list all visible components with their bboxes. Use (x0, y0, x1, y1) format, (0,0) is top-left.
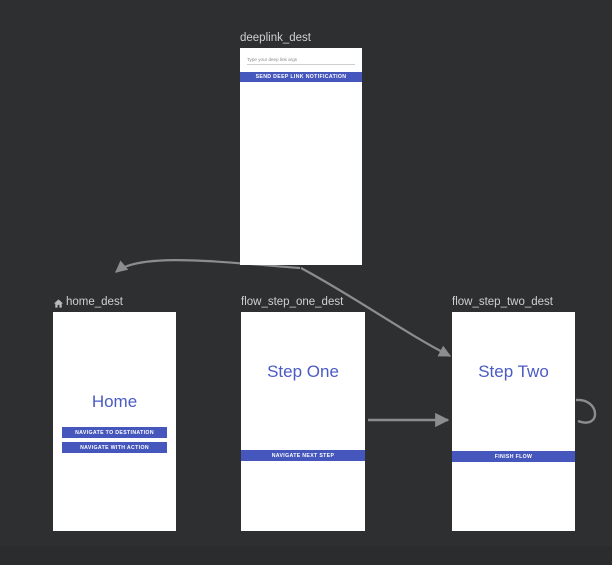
destination-label-text: home_dest (66, 296, 123, 308)
destination-deeplink_dest[interactable]: deeplink_dest Type your deep link args S… (240, 32, 362, 265)
screen-title-home: Home (91, 392, 138, 411)
destination-label-deeplink_dest: deeplink_dest (240, 31, 311, 45)
destination-flow_step_two_dest[interactable]: flow_step_two_dest Step Two FINISH FLOW (452, 296, 575, 531)
home-icon (53, 298, 64, 309)
destination-flow_step_one_dest[interactable]: flow_step_one_dest Step One NAVIGATE NEX… (241, 296, 365, 531)
screen-preview-deeplink_dest[interactable]: Type your deep link args SEND DEEP LINK … (240, 48, 362, 265)
screen-preview-flow_step_two_dest[interactable]: Step Two FINISH FLOW (452, 312, 575, 531)
destination-label-text: flow_step_one_dest (241, 296, 344, 308)
destination-home_dest[interactable]: home_dest Home NAVIGATE TO DESTINATION N… (53, 296, 176, 531)
send-deep-link-notification-button[interactable]: SEND DEEP LINK NOTIFICATION (240, 72, 362, 82)
bottom-bar (0, 546, 612, 565)
screen-preview-home_dest[interactable]: Home NAVIGATE TO DESTINATION NAVIGATE WI… (53, 312, 176, 531)
screen-title-step-two: Step Two (478, 362, 549, 381)
navigate-to-destination-button[interactable]: NAVIGATE TO DESTINATION (62, 427, 167, 438)
destination-label-flow_step_two_dest: flow_step_two_dest (452, 295, 553, 309)
destination-label-home_dest: home_dest (53, 295, 123, 309)
navigate-with-action-button[interactable]: NAVIGATE WITH ACTION (62, 442, 167, 453)
destination-label-flow_step_one_dest: flow_step_one_dest (241, 295, 343, 309)
destination-label-text: flow_step_two_dest (452, 296, 554, 308)
deep-link-args-input[interactable]: Type your deep link args (247, 57, 355, 65)
destination-label-text: deeplink_dest (240, 32, 311, 44)
navigate-next-step-button[interactable]: NAVIGATE NEXT STEP (241, 450, 365, 461)
screen-preview-flow_step_one_dest[interactable]: Step One NAVIGATE NEXT STEP (241, 312, 365, 531)
screen-title-step-one: Step One (267, 362, 339, 381)
edge-step-two-self-loop (575, 398, 597, 424)
finish-flow-button[interactable]: FINISH FLOW (452, 451, 575, 462)
